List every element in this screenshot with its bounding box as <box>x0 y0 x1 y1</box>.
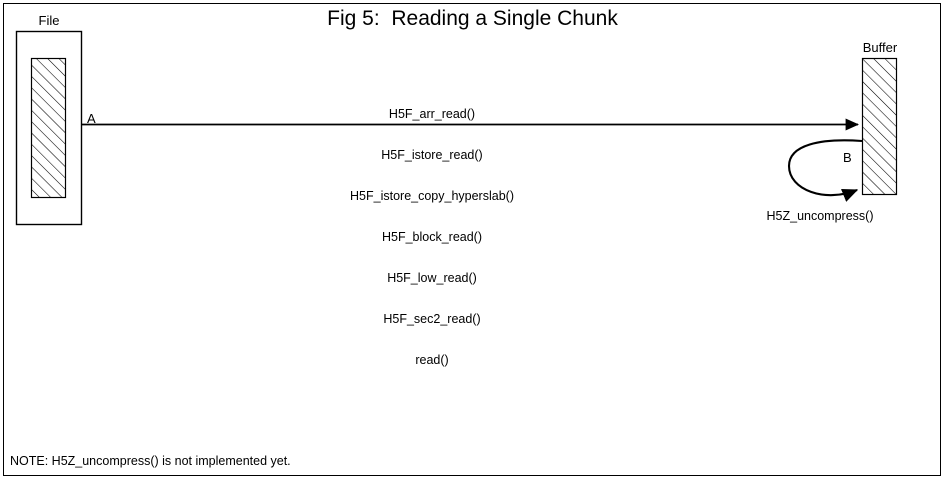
call-stack-item: H5F_arr_read() <box>388 107 476 121</box>
edge-marker-b: B <box>843 150 852 165</box>
call-stack-item: H5F_istore_copy_hyperslab() <box>350 189 514 203</box>
uncompress-loop-label: H5Z_uncompress() <box>766 209 874 223</box>
call-stack-item: H5F_block_read() <box>381 230 483 244</box>
buffer-node-label: Buffer <box>862 40 898 55</box>
file-node-hatch-block <box>30 57 67 199</box>
buffer-node-hatch-block <box>861 57 898 196</box>
call-stack-item: H5F_low_read() <box>387 271 477 285</box>
call-stack-item: H5F_istore_read() <box>381 148 483 162</box>
edge-uncompress-loop-arrow <box>787 139 863 202</box>
figure-title: Fig 5: Reading a Single Chunk <box>327 7 618 30</box>
figure-border <box>3 3 941 476</box>
figure-note: NOTE: H5Z_uncompress() is not implemente… <box>10 454 291 468</box>
call-stack-item: H5F_sec2_read() <box>383 312 481 326</box>
call-stack-item: read() <box>415 353 449 367</box>
file-node-label: File <box>38 13 60 28</box>
read-path-call-stack: H5F_arr_read() H5F_istore_read() H5F_ist… <box>330 81 534 393</box>
edge-marker-a: A <box>87 111 96 126</box>
